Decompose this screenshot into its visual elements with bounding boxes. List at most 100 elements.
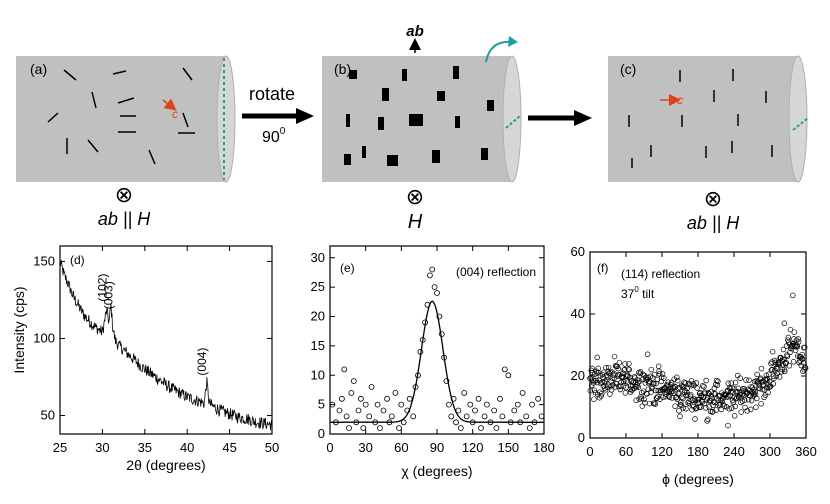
chart-f-point: [666, 394, 673, 400]
chart-f-point: [730, 389, 736, 395]
chart-e-ytick-label: 30: [311, 250, 325, 265]
chart-e-xtick-label: 180: [533, 440, 555, 455]
chart-f-point: [773, 373, 779, 379]
chart-d-xtick-label: 50: [265, 440, 279, 455]
chart-f-point: [668, 379, 675, 386]
chart-e-annotation: (004) reflection: [456, 265, 536, 279]
chart-f-point: [802, 364, 808, 371]
field-into-page-symbol-a: ⊗: [115, 182, 133, 207]
chart-f-point: [709, 408, 716, 415]
chart-e-point: [429, 266, 436, 273]
chart-f-point: [646, 400, 653, 407]
chart-e-ytick-label: 20: [311, 309, 325, 324]
chart-f-point: [608, 378, 614, 384]
chart-e-point: [475, 395, 482, 402]
chart-e-xtick-label: 120: [462, 440, 484, 455]
chart-f-point: [705, 416, 711, 423]
chart-e-point: [526, 425, 533, 432]
chart-e-point: [410, 413, 417, 420]
chart-f-point: [782, 368, 788, 375]
chart-f-xtick-label: 360: [795, 444, 817, 459]
chart-f-point: [802, 365, 809, 371]
chart-f-point: [695, 396, 702, 403]
chart-e-ytick-label: 5: [318, 397, 325, 412]
chart-f-xtick-label: 300: [759, 444, 781, 459]
chart-e-point: [491, 407, 498, 414]
chart-f-point: [605, 364, 612, 371]
chart-f-point: [790, 359, 797, 365]
chart-e-point: [366, 413, 373, 420]
chart-f-point: [769, 348, 776, 355]
chart-e-point: [329, 401, 336, 408]
chart-f-point: [746, 377, 752, 384]
rotate-transition: rotate 900: [242, 84, 314, 146]
chart-e-point: [511, 407, 518, 414]
chart-f-point: [590, 377, 596, 383]
chart-f-panel-label: (f): [597, 261, 608, 275]
chart-e-point: [523, 413, 530, 420]
chart-f-point: [664, 387, 671, 394]
chart-f-point: [726, 406, 732, 412]
chart-e-point: [467, 401, 474, 408]
chart-f-point: [641, 396, 647, 403]
chart-f-point: [781, 320, 788, 327]
chart-f-point: [694, 385, 700, 391]
chart-f-point: [739, 391, 745, 398]
chart-f-point: [741, 397, 748, 403]
chart-f-point: [601, 369, 607, 375]
chart-d-xlabel: 2θ (degrees): [126, 457, 205, 473]
chart-e-point: [483, 401, 490, 408]
ab-axis-label-b: ab: [406, 23, 424, 40]
chart-f-point: [683, 406, 689, 412]
chart-f-point: [639, 403, 646, 409]
chart-f-point: [697, 404, 704, 410]
chart-e-point: [448, 413, 455, 420]
chart-f-point: [765, 389, 771, 396]
chart-f-point: [599, 379, 605, 385]
chart-e-point: [341, 366, 348, 373]
chart-f-point: [630, 382, 636, 389]
chart-f-point: [656, 368, 662, 375]
chart-e-point: [535, 395, 541, 402]
field-label-b: H: [408, 211, 423, 233]
panel-label-b: (b): [334, 61, 351, 77]
chart-f-point: [672, 403, 678, 409]
transition-arrow-bc: [528, 110, 592, 126]
chart-f-point: [684, 392, 691, 398]
chart-f-point: [713, 407, 719, 413]
chart-f-point: [766, 384, 773, 390]
chart-f-point: [648, 389, 654, 395]
chart-f-point: [776, 361, 782, 368]
chart-f-point: [658, 378, 665, 385]
chart-e-point: [478, 425, 484, 432]
chart-f-point: [752, 389, 758, 395]
chart-f-point: [622, 390, 629, 396]
chart-f-point: [763, 372, 770, 379]
chart-f-point: [784, 353, 791, 360]
chart-f-point: [598, 393, 604, 399]
rotate-arrow-head: [296, 108, 314, 124]
chart-e-point: [461, 389, 468, 396]
chart-f-point: [669, 388, 676, 395]
chart-f-point: [676, 407, 682, 414]
chart-e-point: [443, 378, 450, 385]
chart-f-point: [654, 395, 660, 401]
chart-f-point: [677, 413, 683, 420]
chart-e-point: [380, 407, 387, 414]
chart-f-point: [652, 401, 658, 407]
chart-f-point: [770, 373, 777, 379]
chart-f-point: [732, 403, 738, 410]
chart-f-point: [671, 390, 677, 396]
chart-f-point: [609, 369, 615, 375]
chart-f-point: [674, 374, 680, 381]
chart-f-point: [783, 359, 789, 366]
chart-f-xtick-label: 180: [687, 444, 709, 459]
chart-f-point: [734, 372, 741, 379]
chart-f-point: [659, 371, 666, 377]
chart-f-point: [791, 329, 798, 335]
chart-f-point: [795, 336, 801, 342]
chart-e-ytick-label: 25: [311, 279, 325, 294]
chart-f-point: [611, 353, 618, 360]
grain-lines-c: [628, 69, 773, 168]
